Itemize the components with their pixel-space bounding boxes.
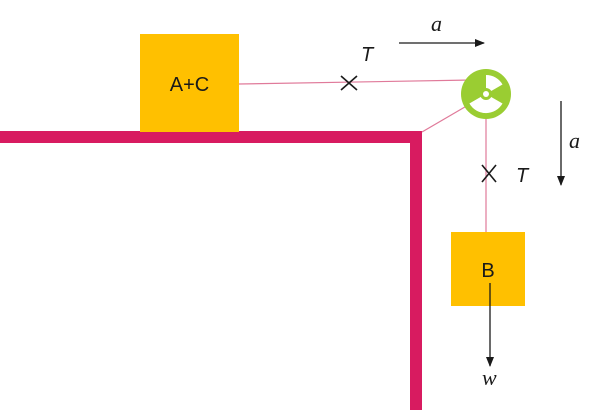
- block-a-c-label: A+C: [170, 74, 209, 96]
- cross-mark-horizontal: [340, 75, 358, 91]
- cross-mark-vertical: [481, 164, 497, 183]
- table-top-edge: [0, 131, 422, 143]
- pulley-axle: [483, 91, 489, 97]
- pulley-spoke: [486, 74, 503, 94]
- tension-label-horizontal: T: [361, 44, 375, 66]
- table: [0, 131, 422, 410]
- table-side-edge: [410, 131, 422, 410]
- accel-label-vertical: a: [569, 128, 580, 153]
- tension-label-vertical: T: [516, 165, 530, 187]
- weight-label: w: [482, 365, 497, 390]
- string-support: [421, 103, 471, 133]
- pulley-icon: [461, 69, 511, 119]
- string-horizontal: [238, 79, 473, 85]
- block-b: B: [451, 232, 525, 306]
- strings: [238, 79, 487, 232]
- block-a-c-body: [140, 34, 239, 132]
- block-b-body: [451, 232, 525, 306]
- pulley-spoke: [469, 94, 487, 114]
- block-b-label: B: [481, 260, 494, 282]
- accel-label-horizontal: a: [431, 11, 442, 36]
- block-a-c: A+C: [140, 34, 239, 132]
